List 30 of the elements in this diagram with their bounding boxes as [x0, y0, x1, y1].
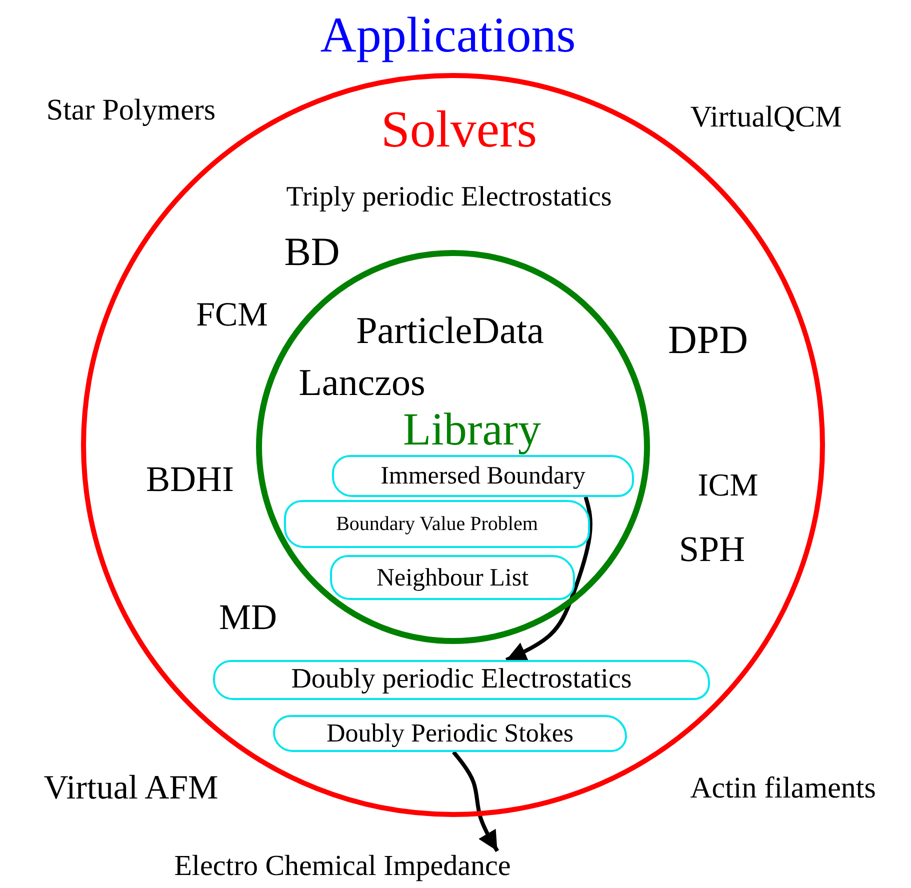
text-label: Lanczos	[298, 363, 426, 405]
text-label: Star Polymers	[46, 94, 216, 126]
text-label: BDHI	[146, 460, 234, 500]
text-label: DPD	[668, 318, 748, 362]
text-label: FCM	[196, 296, 268, 334]
node-text: Electro Chemical Impedance	[174, 851, 511, 883]
node-text: Doubly periodic Electrostatics	[291, 664, 632, 696]
text-label: ParticleData	[356, 311, 544, 353]
node-text: Doubly Periodic Stokes	[326, 719, 574, 748]
node-text: Immersed Boundary	[380, 462, 586, 490]
text-label: SPH	[678, 530, 746, 570]
node-text: Boundary Value Problem	[336, 513, 538, 535]
text-label: VirtualQCM	[690, 100, 842, 134]
title: Applications	[320, 8, 576, 62]
rounded-outline	[330, 555, 575, 600]
arrow	[505, 496, 592, 662]
text-label: BD	[284, 230, 340, 274]
text-label: Triply periodic Electrostatics	[286, 182, 612, 214]
rounded-outline	[213, 660, 710, 700]
arrow	[452, 750, 500, 852]
text-label: MD	[219, 598, 277, 638]
text-label: Virtual AFM	[44, 769, 218, 807]
rounded-outline	[332, 455, 634, 497]
rounded-outline	[273, 715, 627, 752]
rounded-outline	[284, 500, 590, 548]
circle-heading: Solvers	[381, 101, 537, 159]
node-text: Neighbour List	[376, 564, 529, 592]
circle-heading: Library	[403, 404, 541, 456]
text-label: ICM	[698, 467, 758, 503]
text-label: Actin filaments	[690, 772, 876, 804]
